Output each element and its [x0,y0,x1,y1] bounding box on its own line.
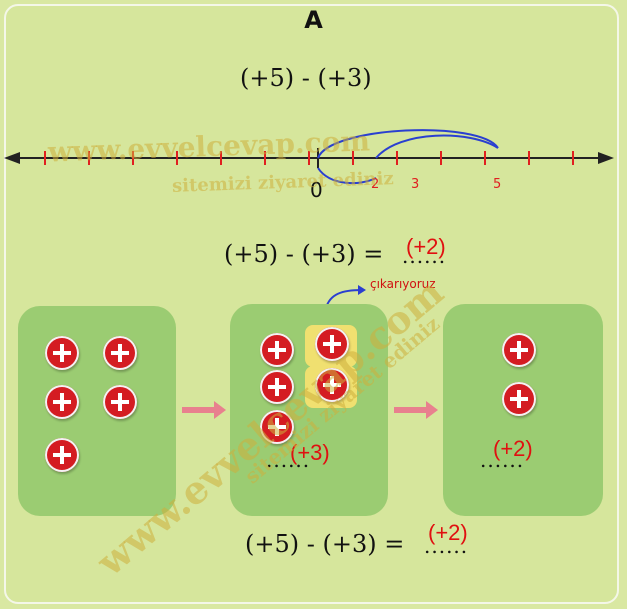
positive-chip [260,410,294,444]
bottom-expression: (+5) - (+3) = [245,530,405,558]
positive-chip [103,385,137,419]
positive-chip [502,382,536,416]
box-result-dots: ...... [480,448,525,472]
positive-chip [260,370,294,404]
step-arrow-2 [394,401,438,419]
positive-chip [45,438,79,472]
positive-chip [103,336,137,370]
tick-label-2: 2 [371,177,380,192]
box-remove-label: (+3) [290,440,330,465]
section-title: A [304,6,323,34]
step-arrow-1 [182,401,226,419]
removed-positive-chip [315,327,349,361]
move-left-three-arc [375,134,499,159]
subtract-note: çıkarıyoruz [370,277,436,291]
tick-label-0: 0 [310,178,323,202]
middle-expression: (+5) - (+3) = [224,240,384,268]
result-arc [317,167,377,185]
box-remove-dots: ...... [266,448,311,472]
tick-label-3: 3 [411,177,420,192]
number-line-right-arrowhead [598,152,614,164]
top-expression: (+5) - (+3) [240,64,372,92]
middle-answer-dots: ...... [402,244,447,268]
tick-label-5: 5 [493,177,502,192]
positive-chip [45,336,79,370]
bottom-answer-dots: ...... [424,534,469,558]
positive-chip [502,333,536,367]
positive-chip [45,385,79,419]
number-line [4,129,614,185]
bottom-answer: (+2) [428,520,468,545]
move-right-five-arc [317,129,499,159]
number-line-left-arrowhead [4,152,20,164]
box-start [18,306,176,516]
removed-positive-chip [315,368,349,402]
middle-answer: (+2) [406,234,446,259]
positive-chip [260,333,294,367]
box-result-label: (+2) [493,436,533,461]
